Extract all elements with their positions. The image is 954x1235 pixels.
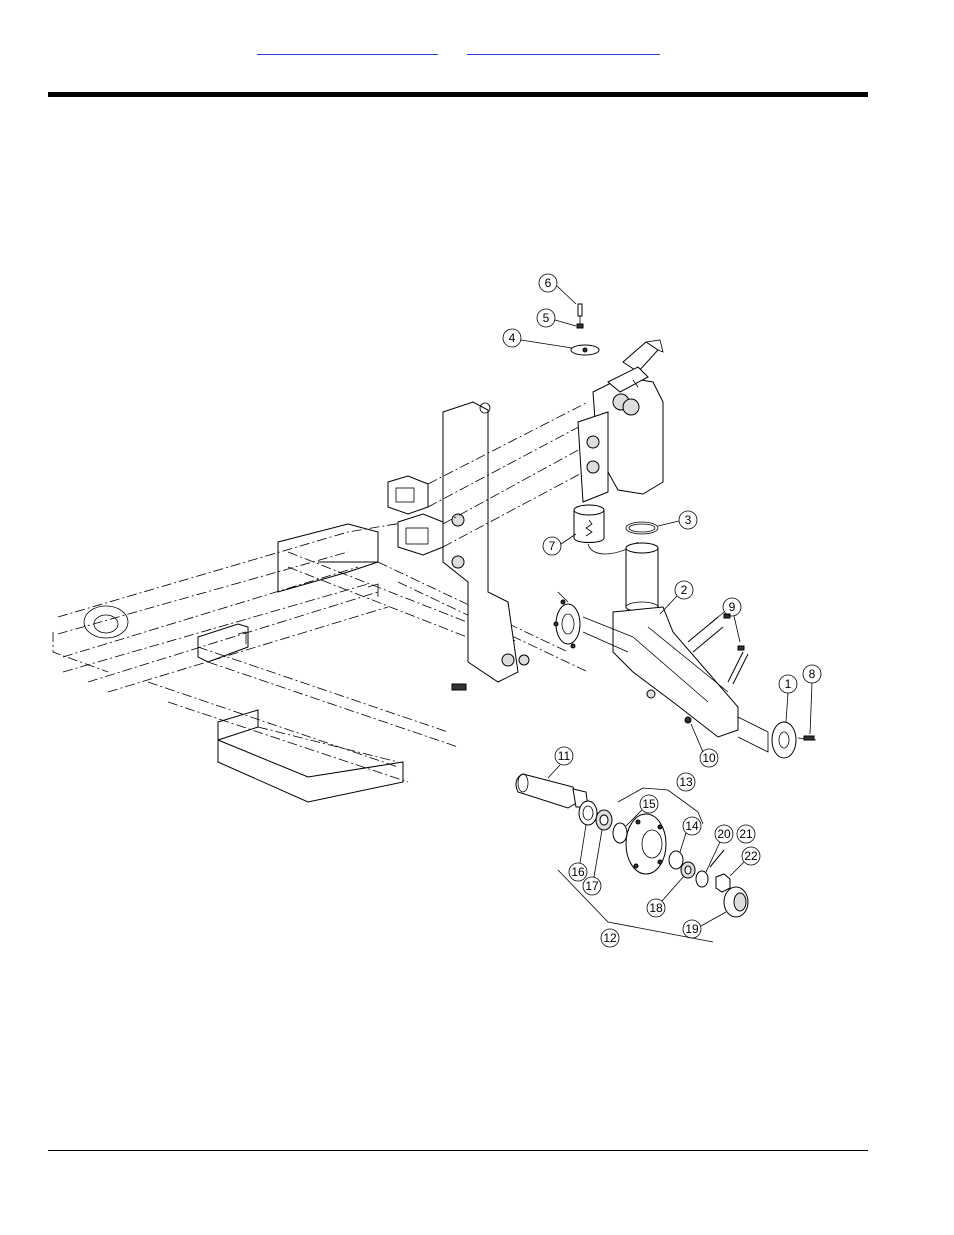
callout-12: 12	[601, 929, 619, 947]
callout-label-16: 16	[571, 865, 585, 879]
callout-16: 16	[569, 825, 587, 881]
callout-8: 8	[803, 665, 821, 734]
callout-18: 18	[647, 876, 684, 917]
callout-label-20: 20	[717, 827, 731, 841]
callout-17: 17	[583, 830, 602, 895]
callout-label-5: 5	[543, 311, 550, 325]
header-nav-link-2[interactable]	[467, 36, 660, 55]
callout-label-13: 13	[679, 775, 693, 789]
callout-4: 4	[503, 329, 572, 348]
callout-label-21: 21	[739, 827, 753, 841]
callout-label-14: 14	[685, 819, 699, 833]
callout-20: 20	[706, 825, 733, 872]
callout-label-3: 3	[685, 513, 692, 527]
callout-label-4: 4	[509, 331, 516, 345]
callout-label-18: 18	[649, 901, 663, 915]
callout-label-6: 6	[545, 276, 552, 290]
callout-22: 22	[730, 847, 760, 876]
callout-label-11: 11	[558, 749, 571, 763]
callout-6: 6	[539, 274, 576, 304]
callout-7: 7	[543, 534, 576, 555]
callout-19: 19	[683, 912, 726, 938]
callout-label-10: 10	[702, 751, 716, 765]
callout-label-22: 22	[744, 849, 758, 863]
part-4-5-6-drawing	[571, 304, 599, 355]
parts-diagram: 6 5 4 3 7 2 9 1 8	[48, 262, 838, 952]
callout-label-2: 2	[681, 583, 688, 597]
callout-label-12: 12	[603, 931, 617, 945]
callout-label-17: 17	[585, 879, 599, 893]
callout-2: 2	[660, 581, 693, 614]
callout-3: 3	[658, 511, 697, 529]
callout-label-8: 8	[809, 667, 816, 681]
spindle-housing-drawing	[578, 340, 663, 502]
callout-13: 13	[677, 773, 695, 791]
part-2-drawing	[554, 543, 816, 758]
callout-21: 21	[737, 825, 755, 843]
hub-assembly-drawing	[516, 774, 748, 942]
callout-5: 5	[537, 309, 576, 327]
frame-drawing	[53, 402, 593, 802]
callout-label-9: 9	[729, 600, 736, 614]
callout-label-1: 1	[785, 677, 792, 691]
callout-11: 11	[548, 747, 573, 778]
callout-label-19: 19	[685, 922, 699, 936]
callout-9: 9	[710, 598, 741, 642]
header-rule	[48, 92, 868, 97]
header-nav-link-1[interactable]	[257, 36, 438, 55]
callout-label-7: 7	[549, 539, 556, 553]
callout-label-15: 15	[642, 797, 656, 811]
footer-rule	[48, 1150, 868, 1151]
callout-14: 14	[680, 817, 701, 852]
callout-1: 1	[779, 675, 797, 722]
